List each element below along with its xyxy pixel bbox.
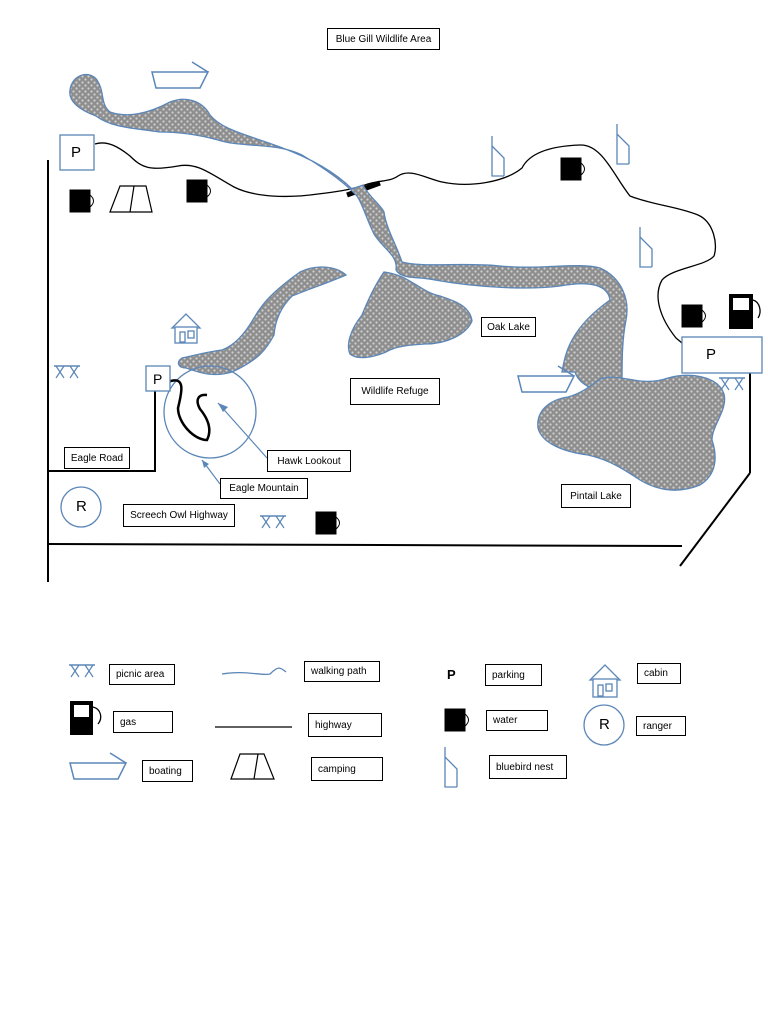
screech-owl-highway-label: Screech Owl Highway (123, 504, 235, 527)
oak-lake-label: Oak Lake (481, 317, 536, 337)
mountain-trail (167, 379, 211, 442)
parking-box-northwest (59, 134, 95, 171)
ranger-letter: R (76, 498, 87, 515)
parking-box-east (681, 336, 763, 374)
tent-icon (109, 185, 153, 213)
eagle-road-label: Eagle Road (64, 447, 130, 469)
oak-lake-shape (347, 271, 473, 359)
eagle-mountain-circle (163, 365, 257, 459)
ranger-letter: R (599, 716, 610, 733)
water-icon (186, 179, 211, 203)
boat-icon (517, 365, 575, 393)
water-icon (681, 304, 706, 328)
walking-path (94, 142, 721, 367)
legend-label-camping: camping (311, 757, 383, 781)
screech-owl-highway-line (47, 543, 683, 547)
water-icon (69, 189, 94, 213)
picnic-table-icon (259, 515, 287, 529)
ranger-icon (583, 704, 625, 746)
cabin-icon (170, 313, 202, 344)
boat-icon (151, 61, 209, 89)
legend-label-ranger: ranger (636, 716, 686, 736)
parking-icon: P (447, 667, 456, 682)
hawk-lookout-arrow (217, 402, 268, 459)
pintail-lake-label: Pintail Lake (561, 484, 631, 508)
parking-box-mountain (145, 365, 171, 392)
water-icon (560, 157, 585, 181)
legend-label-boating: boating (142, 760, 193, 782)
parking-letter-east: P (706, 346, 717, 363)
parking-letter-mountain: P (153, 371, 163, 387)
legend-label-water: water (486, 710, 548, 731)
legend-label-bluebird-nest: bluebird nest (489, 755, 567, 779)
parking-letter-northwest: P (71, 144, 82, 161)
gas-pump-icon (70, 701, 102, 735)
bluebird-nest-icon (444, 746, 458, 788)
east-highway (679, 472, 751, 567)
walking-path-icon (221, 667, 287, 676)
boat-icon (69, 752, 127, 780)
picnic-table-icon (718, 377, 746, 391)
legend-label-picnic-area: picnic area (109, 664, 175, 685)
pintail-lake-shape (537, 374, 726, 491)
hawk-lookout-label: Hawk Lookout (267, 450, 351, 472)
hawk-creek (177, 266, 348, 376)
bluebird-nest-icon (491, 135, 505, 177)
water-icon (444, 708, 469, 732)
eagle-mountain-label: Eagle Mountain (220, 478, 308, 499)
highway-network (47, 160, 751, 582)
bluebird-nest-icon (616, 123, 630, 165)
water-icon (315, 511, 340, 535)
legend-label-cabin: cabin (637, 663, 681, 684)
bluebird-nest-icon (639, 226, 653, 268)
ranger-icon (60, 486, 102, 528)
cabin-icon (588, 664, 622, 698)
map-title: Blue Gill Wildlife Area (327, 28, 440, 50)
picnic-table-icon (68, 664, 96, 678)
legend-label-highway: highway (308, 713, 382, 737)
water-body (69, 73, 726, 491)
legend-symbols (68, 664, 625, 788)
tent-icon (230, 753, 275, 780)
wildlife-refuge-label: Wildlife Refuge (350, 378, 440, 405)
legend-label-gas: gas (113, 711, 173, 733)
picnic-table-icon (53, 365, 81, 379)
legend-label-parking: parking (485, 664, 542, 686)
gas-pump-icon (729, 294, 761, 329)
legend-label-walking-path: walking path (304, 661, 380, 682)
